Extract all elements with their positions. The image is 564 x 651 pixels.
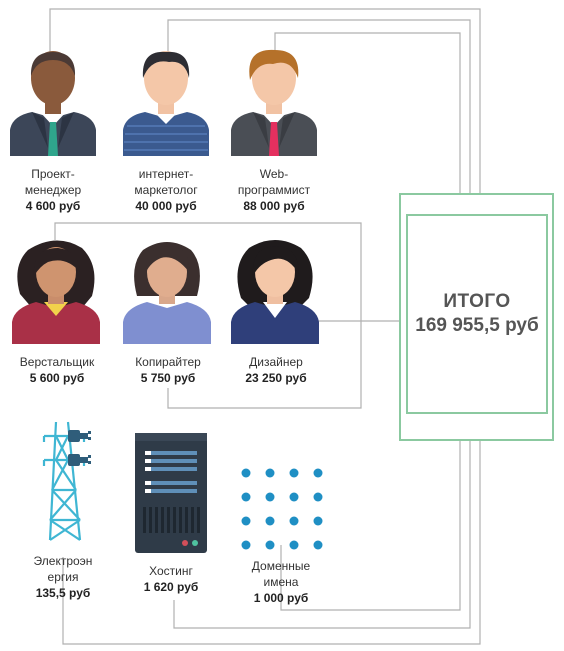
hosting-amount: 1 620 руб [143,580,199,594]
internet-marketer-title-line-2: маркетолог [134,183,198,197]
total-outer-frame [399,193,554,441]
project-manager-avatar [8,48,98,158]
project-manager-title-line-1: Проект- [31,167,75,181]
domains-label: Доменные имена 1 000 руб [228,558,334,606]
total-title: ИТОГО [443,291,511,312]
web-programmer-avatar [229,48,319,158]
web-programmer-label: Web- программист 88 000 руб [221,166,327,214]
domain-grid-icon [238,465,324,551]
domain-dot [289,540,299,550]
domain-dot [289,492,299,502]
total-box: ИТОГО 169 955,5 руб [406,214,548,414]
total-value: 169 955,5 руб [415,315,539,336]
layout-designer-title: Верстальщик [19,355,95,369]
copywriter-title: Копирайтер [135,355,201,369]
power-tower-icon [22,420,102,542]
hosting-title: Хостинг [149,564,193,578]
electricity-title-line-2: ергия [47,570,79,584]
domain-dot [313,516,323,526]
domain-dot [265,516,275,526]
web-programmer-amount: 88 000 руб [243,199,305,213]
layout-designer-amount: 5 600 руб [29,371,85,385]
layout-designer-label: Верстальщик 5 600 руб [4,354,110,386]
server-icon [135,433,207,553]
web-programmer-title-line-1: Web- [259,167,289,181]
web-programmer-title-line-2: программист [237,183,311,197]
domain-dot [265,492,275,502]
domains-amount: 1 000 руб [253,591,309,605]
designer-title: Дизайнер [249,355,303,369]
domain-dot [241,516,251,526]
domain-dot [313,492,323,502]
domain-dot [313,540,323,550]
project-manager-label: Проект- менеджер 4 600 руб [0,166,106,214]
domain-dot [265,540,275,550]
domains-title-line-1: Доменные [251,559,311,573]
layout-designer-avatar [10,236,102,346]
copywriter-avatar [121,236,213,346]
electricity-amount: 135,5 руб [35,586,91,600]
internet-marketer-title-line-1: интернет- [138,167,194,181]
project-manager-title-line-2: менеджер [24,183,82,197]
domains-title-line-2: имена [263,575,299,589]
internet-marketer-avatar [121,48,211,158]
electricity-title-line-1: Электроэн [33,554,93,568]
copywriter-label: Копирайтер 5 750 руб [115,354,221,386]
copywriter-amount: 5 750 руб [140,371,196,385]
domain-dot [241,468,251,478]
designer-avatar [229,236,321,346]
domain-dot [265,468,275,478]
internet-marketer-amount: 40 000 руб [135,199,197,213]
domain-dot [289,468,299,478]
domain-dot [313,468,323,478]
internet-marketer-label: интернет- маркетолог 40 000 руб [113,166,219,214]
domain-dot [241,540,251,550]
electricity-label: Электроэн ергия 135,5 руб [10,553,116,601]
domain-dot [289,516,299,526]
designer-label: Дизайнер 23 250 руб [223,354,329,386]
domain-dot [241,492,251,502]
designer-amount: 23 250 руб [245,371,307,385]
hosting-label: Хостинг 1 620 руб [118,563,224,595]
project-manager-amount: 4 600 руб [25,199,81,213]
